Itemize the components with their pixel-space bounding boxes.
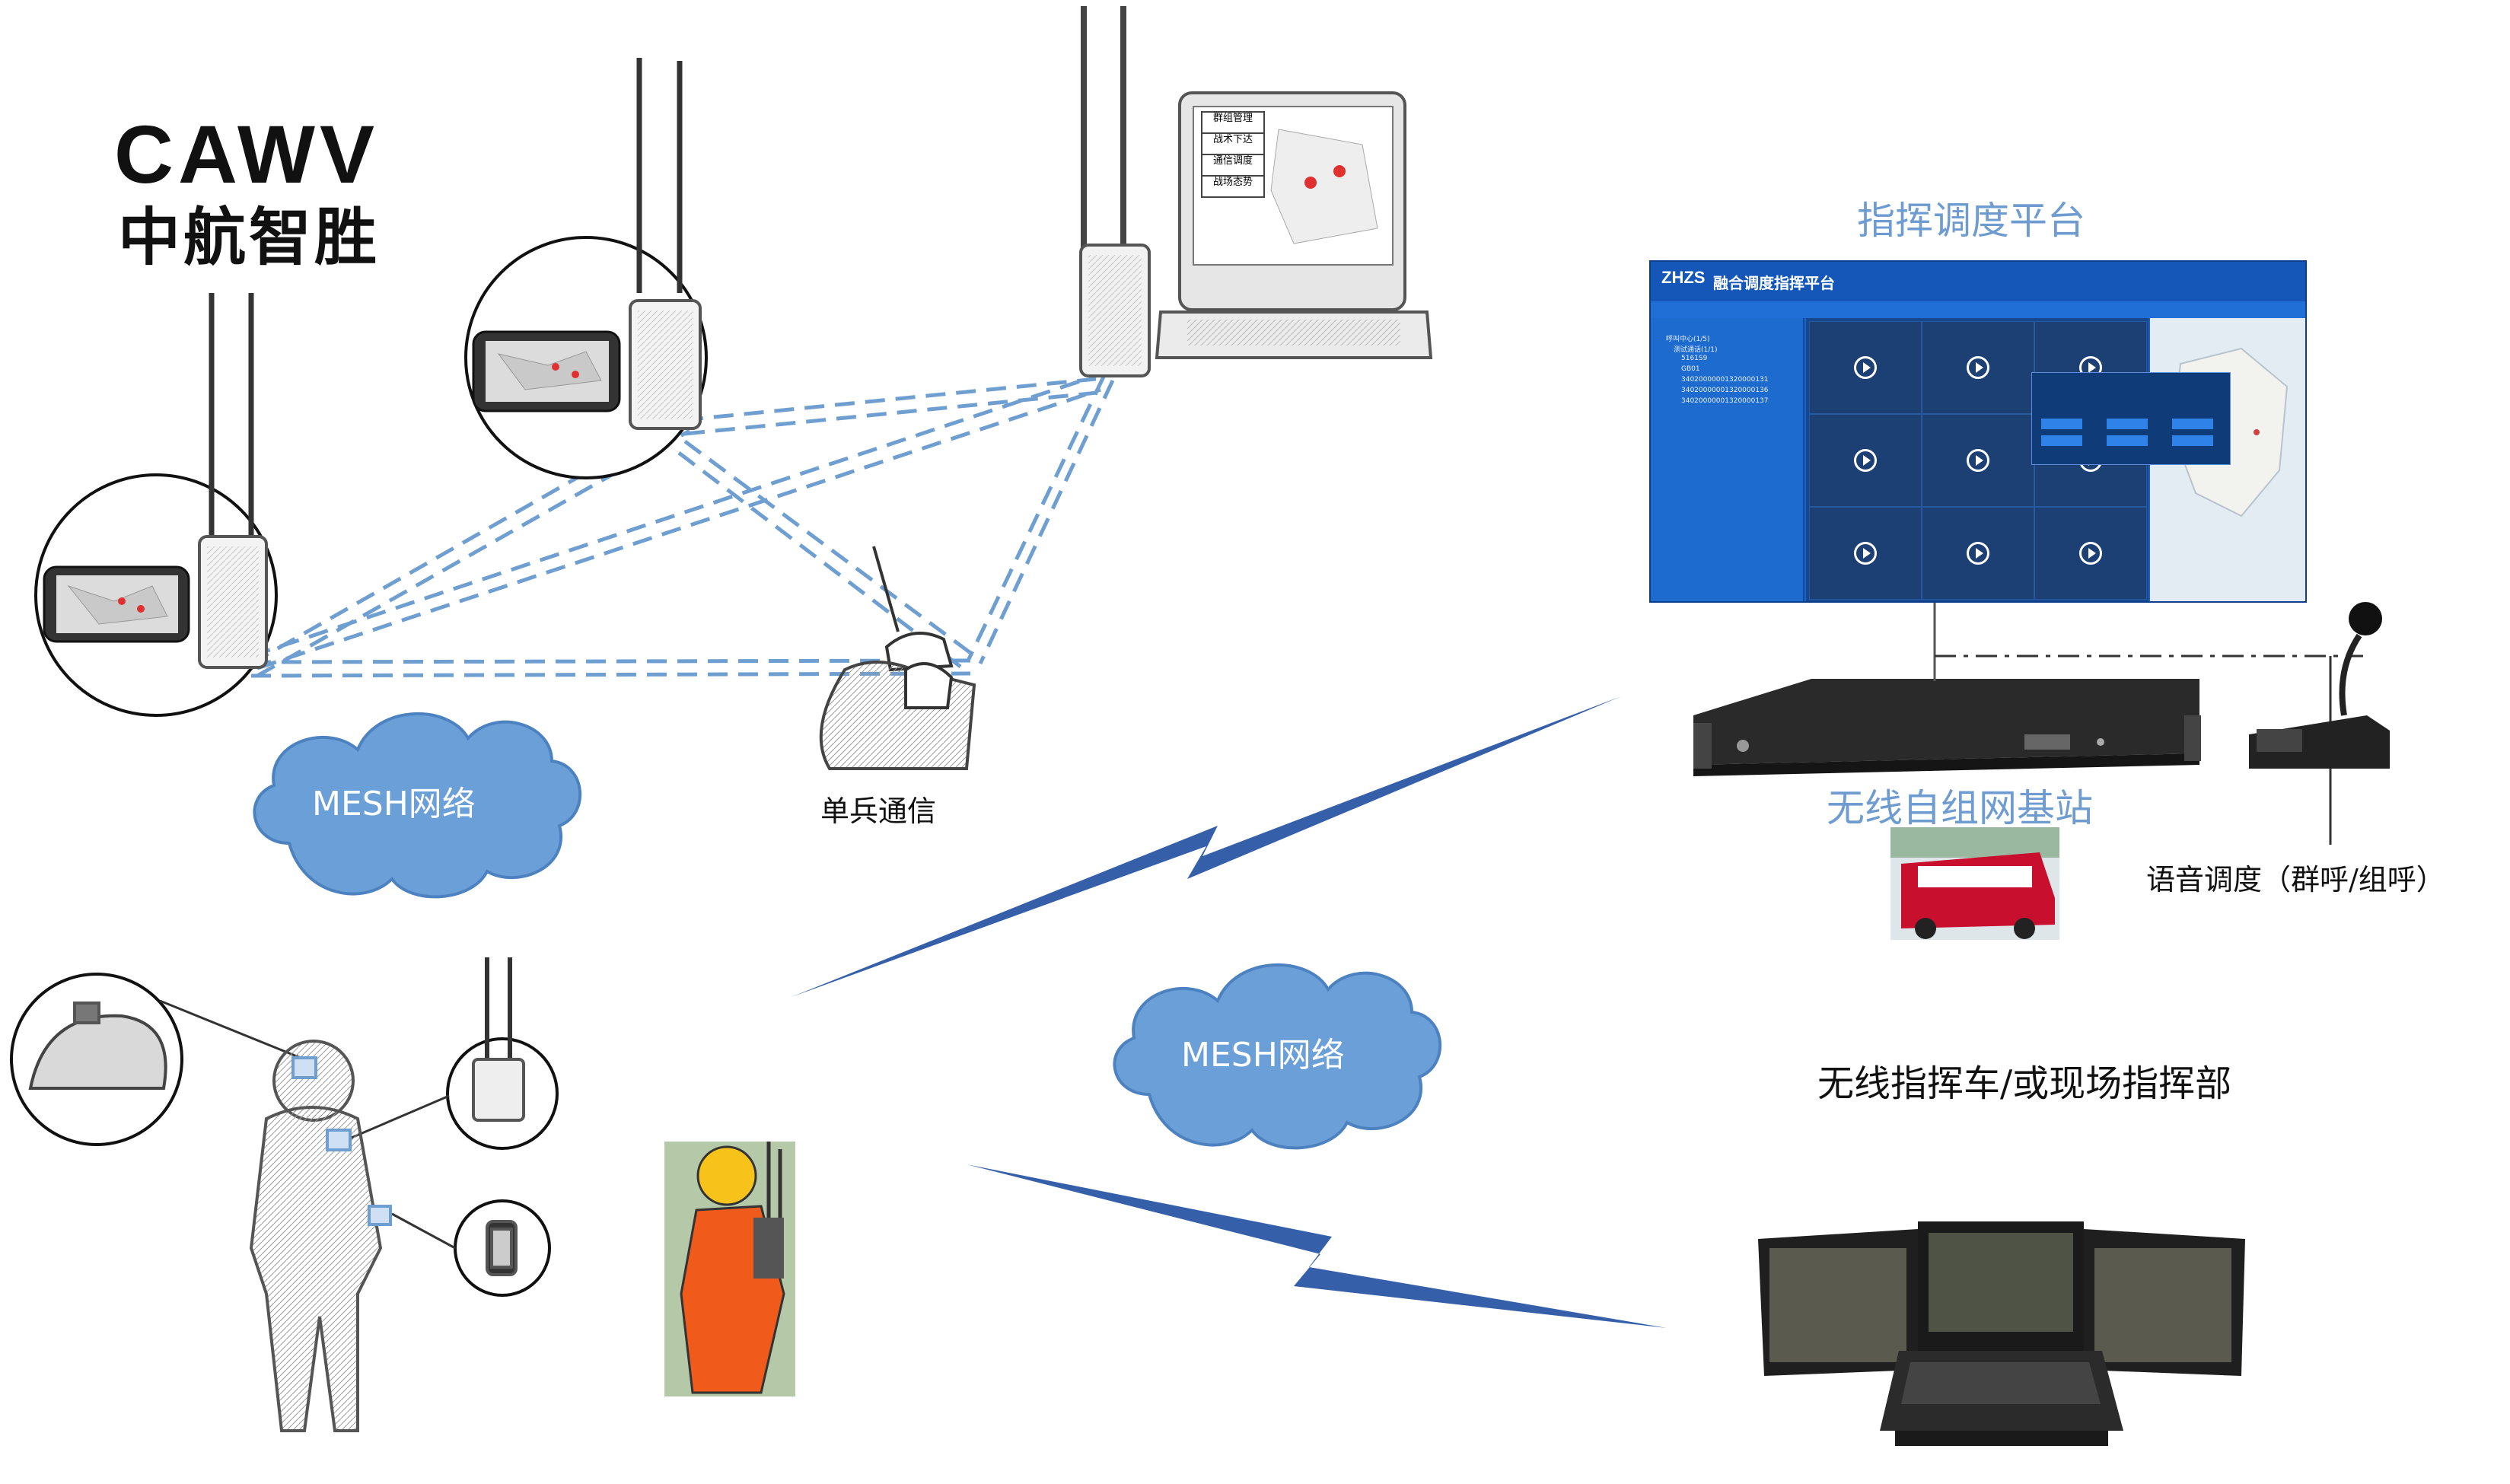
- platform-titlebar: ZHZS 融合调度指挥平台: [1651, 262, 2305, 301]
- video-cell: [1809, 321, 1922, 414]
- tree-item: 测试通话(1/1): [1674, 346, 1718, 354]
- top-radio-node: [464, 58, 708, 479]
- dialog-button: [2041, 419, 2082, 429]
- laptop-menu-item: 战场态势: [1201, 177, 1265, 198]
- platform-brand: ZHZS: [1661, 268, 1706, 287]
- platform-device-tree: 呼叫中心(1/5) 测试通话(1/1) 5161S9 GB01 34020000…: [1651, 318, 1804, 601]
- tree-item: 34020000001320000137: [1681, 397, 1769, 405]
- laptop-menu: 群组管理 战术下达 通信调度 战场态势: [1201, 111, 1265, 198]
- tree-item: 34020000001320000136: [1681, 387, 1769, 394]
- soldier-sketch: [819, 546, 976, 770]
- platform-title: 融合调度指挥平台: [1713, 274, 1835, 292]
- laptop-menu-item: 通信调度: [1201, 155, 1265, 177]
- mesh-cloud-center: [1113, 963, 1442, 1150]
- base-station-rack: [1693, 679, 2201, 776]
- equipped-soldier-sketch: [10, 957, 559, 1432]
- wireless-bolt-upper: [792, 696, 1621, 997]
- video-cell: [2034, 507, 2147, 600]
- play-icon: [1967, 356, 1989, 379]
- platform-dialog: [2031, 372, 2231, 465]
- tree-item: 5161S9: [1681, 355, 1708, 362]
- field-command-laptop: [1758, 1221, 2245, 1446]
- left-radio-node: [34, 293, 278, 717]
- platform-title-label: 指挥调度平台: [1857, 199, 2085, 243]
- video-cell: [1809, 414, 1922, 507]
- logo-cn: 中航智胜: [118, 202, 381, 274]
- play-icon: [2079, 542, 2102, 565]
- tree-item: 34020000001320000131: [1681, 376, 1769, 384]
- video-cell: [1922, 321, 2034, 414]
- play-icon: [1967, 542, 1989, 565]
- dialog-button: [2107, 435, 2148, 446]
- mesh-cloud-left: [253, 712, 582, 899]
- tree-item: 呼叫中心(1/5): [1666, 336, 1710, 343]
- laptop-menu-item: 战术下达: [1201, 134, 1265, 155]
- command-vehicle-label: 无线指挥车/或现场指挥部: [1817, 1062, 2232, 1105]
- laptop-menu-item: 群组管理: [1201, 111, 1265, 134]
- voice-dispatch-label: 语音调度（群呼/组呼）: [2146, 863, 2445, 896]
- dialog-button: [2172, 435, 2213, 446]
- wireless-bolt-lower: [967, 1164, 1667, 1328]
- logo-en: CAWV: [114, 108, 379, 200]
- mesh-left-label: MESH网络: [312, 785, 476, 823]
- right-radio: [1079, 6, 1151, 377]
- firefighter-illustration: [664, 1142, 795, 1396]
- rugged-laptop-top: [1155, 91, 1433, 359]
- dialog-button: [2107, 419, 2148, 429]
- mesh-center-label: MESH网络: [1181, 1036, 1345, 1075]
- video-cell: [1922, 507, 2034, 600]
- video-cell: [1922, 414, 2034, 507]
- platform-toolbar: [1651, 301, 2305, 318]
- play-icon: [1967, 449, 1989, 472]
- tree-item: GB01: [1681, 365, 1700, 373]
- dispatch-platform-window: ZHZS 融合调度指挥平台 呼叫中心(1/5) 测试通话(1/1) 5161S9…: [1649, 260, 2307, 603]
- soldier-comm-label: 单兵通信: [820, 795, 937, 828]
- base-station-label: 无线自组网基站: [1827, 786, 2093, 830]
- play-icon: [1854, 542, 1877, 565]
- dialog-button: [2172, 419, 2213, 429]
- dialog-button: [2041, 435, 2082, 446]
- play-icon: [1854, 449, 1877, 472]
- video-cell: [1809, 507, 1922, 600]
- play-icon: [1854, 356, 1877, 379]
- fire-truck-photo: [1890, 827, 2059, 940]
- microphone-console: [2249, 602, 2390, 769]
